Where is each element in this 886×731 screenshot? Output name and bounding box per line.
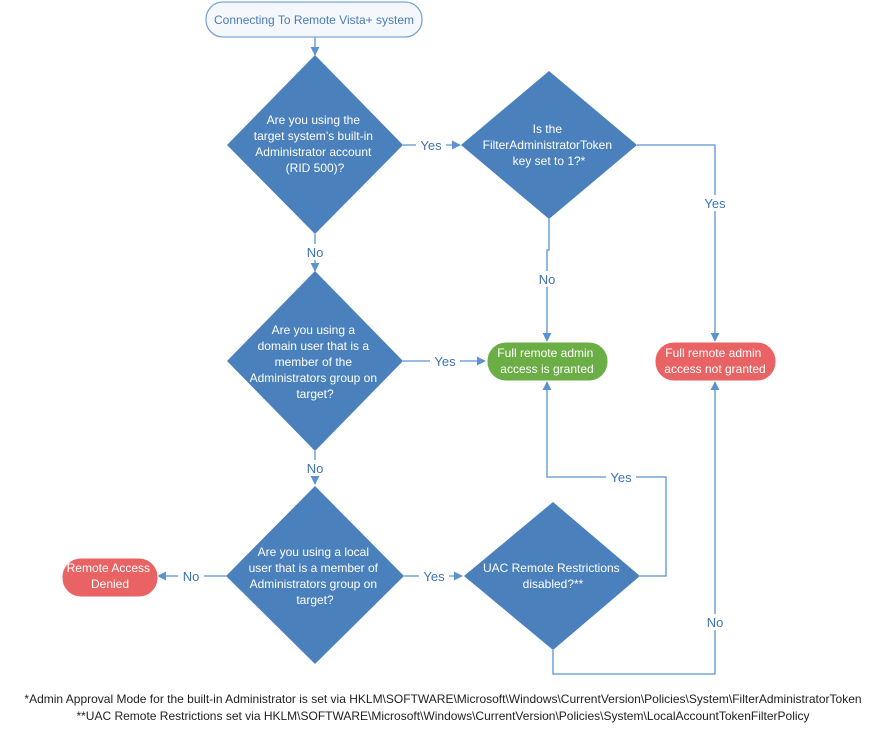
decision-d3: Are you using a domain user that is a me… (227, 271, 403, 451)
connector-d2-no (542, 219, 552, 342)
connector-d5-no (552, 381, 720, 675)
edge-label-d3-yes: Yes (434, 354, 456, 369)
decision-d1: Are you using the target system’s built-… (227, 55, 403, 234)
outcome-not-granted-terminator (654, 341, 777, 382)
outcome-denied-text: Remote Access Denied (67, 561, 154, 591)
outcome-not-granted: Full remote admin access not granted (654, 341, 777, 382)
connector-d5-yes (542, 381, 667, 577)
start-terminator (205, 1, 423, 38)
decision-diamond-local-user (226, 486, 404, 664)
edge-label-d1-no: No (307, 245, 324, 260)
decision-builtin-admin-text: Are you using the target system’s built-… (254, 113, 377, 175)
decision-diamond-domain-user (227, 271, 403, 451)
outcome-granted-terminator (486, 341, 609, 382)
edge-label-d3-no: No (307, 461, 324, 476)
decision-domain-user-text: Are you using a domain user that is a me… (250, 323, 381, 401)
decision-d2: Is the FilterAdministratorToken key set … (461, 71, 637, 219)
edge-label-d5-yes: Yes (610, 470, 632, 485)
decision-d5: UAC Remote Restrictions disabled?** (464, 502, 640, 650)
decision-local-user-text: Are you using a local user that is a mem… (249, 545, 382, 607)
outcome-not-granted-text: Full remote admin access not granted (664, 346, 765, 376)
outcome-granted-text: Full remote admin access is granted (497, 346, 596, 376)
outcome-denied-terminator (61, 557, 159, 598)
connector-d2-yes (637, 144, 720, 342)
start-node: Connecting To Remote Vista+ system (205, 1, 423, 38)
edge-labels: Yes No Yes No Yes No No Yes Yes No (178, 137, 730, 630)
decision-uac-restrictions-text: UAC Remote Restrictions disabled?** (483, 561, 623, 591)
decision-diamond-filter-token (461, 71, 637, 219)
edge-label-d4-yes: Yes (423, 569, 445, 584)
decision-diamond-uac-restrictions (464, 502, 640, 650)
footnote-filter-admin-token: *Admin Approval Mode for the built-in Ad… (24, 692, 862, 706)
edge-label-d4-no: No (183, 569, 200, 584)
footnote-local-account-token: **UAC Remote Restrictions set via HKLM\S… (76, 709, 810, 723)
edge-label-d5-no: No (707, 615, 724, 630)
decision-d4: Are you using a local user that is a mem… (226, 486, 404, 664)
outcome-denied: Remote Access Denied (61, 557, 159, 598)
decision-filter-token-text: Is the FilterAdministratorToken key set … (483, 122, 616, 168)
edge-label-d1-yes: Yes (420, 138, 442, 153)
edge-label-d2-no: No (539, 272, 556, 287)
decision-diamond-builtin-admin (227, 55, 403, 234)
start-label: Connecting To Remote Vista+ system (214, 13, 414, 27)
outcome-granted: Full remote admin access is granted (486, 341, 609, 382)
edge-label-d2-yes: Yes (704, 196, 726, 211)
